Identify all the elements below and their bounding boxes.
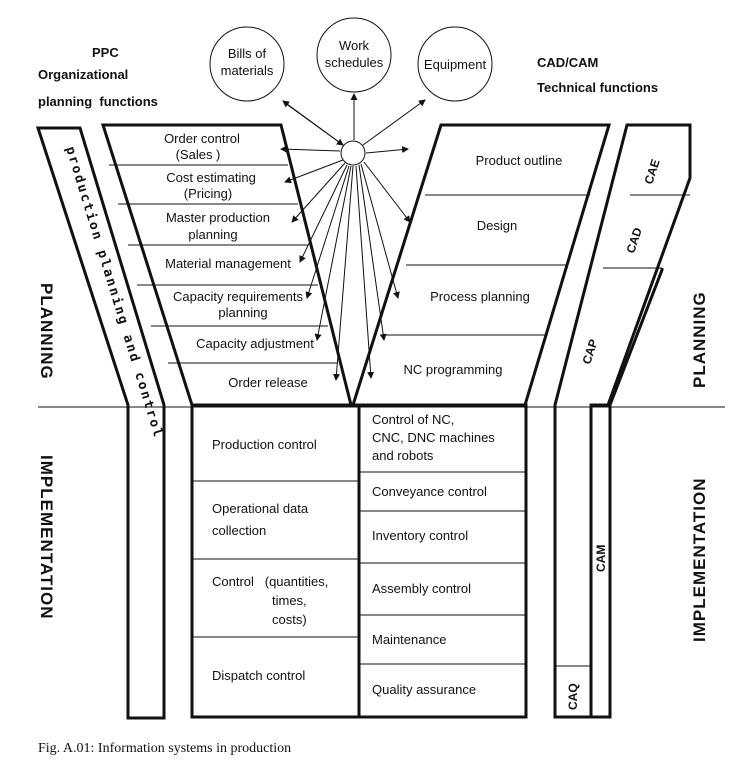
ppc-implementation-labels: Production control Operational data coll… bbox=[212, 437, 328, 683]
cad-cam-title: CAD/CAM bbox=[537, 55, 598, 70]
master-production-label: Master production bbox=[166, 210, 270, 225]
capacity-requirements-sub: planning bbox=[218, 305, 267, 320]
cad-cam-header: CAD/CAM Technical functions bbox=[537, 55, 658, 95]
conveyance-control-label: Conveyance control bbox=[372, 484, 487, 499]
circle-label: materials bbox=[221, 63, 274, 78]
order-control-sub: (Sales ) bbox=[176, 147, 221, 162]
circle-equipment: Equipment bbox=[417, 26, 493, 102]
operational-data-sub: collection bbox=[212, 523, 266, 538]
operational-data-label: Operational data bbox=[212, 501, 309, 516]
hub-circle bbox=[340, 140, 366, 166]
ppc-title: PPC bbox=[92, 45, 119, 60]
capacity-adjustment-label: Capacity adjustment bbox=[196, 336, 314, 351]
cad-cam-side-bands bbox=[553, 123, 692, 719]
cam-implementation-labels: Control of NC, CNC, DNC machines and rob… bbox=[372, 412, 495, 697]
master-production-sub: planning bbox=[188, 227, 237, 242]
planning-left-label: PLANNING bbox=[37, 283, 56, 380]
material-management-label: Material management bbox=[165, 256, 291, 271]
circle-label: Bills of bbox=[228, 46, 267, 61]
implementation-left-label: IMPLEMENTATION bbox=[37, 455, 56, 619]
cad-planning-labels: Product outline Design Process planning … bbox=[404, 153, 563, 377]
control-quantities-label: Control (quantities, bbox=[212, 574, 328, 589]
inventory-control-label: Inventory control bbox=[372, 528, 468, 543]
cae-label: CAE bbox=[642, 157, 663, 185]
cad-label: CAD bbox=[624, 226, 645, 255]
order-control-label: Order control bbox=[164, 131, 240, 146]
circle-label: Equipment bbox=[424, 57, 487, 72]
cap-label: CAP bbox=[580, 337, 601, 365]
control-nc-sub1: CNC, DNC machines bbox=[372, 430, 495, 445]
implementation-right-label: IMPLEMENTATION bbox=[690, 478, 709, 642]
hub-arrows bbox=[280, 93, 426, 381]
cad-cam-side-labels: CAE CAD CAP CAM CAQ bbox=[566, 157, 663, 710]
ppc-planning-labels: Order control (Sales ) Cost estimating (… bbox=[164, 131, 314, 390]
ppc-header: PPC Organizational planning functions bbox=[38, 45, 158, 109]
process-planning-label: Process planning bbox=[430, 289, 530, 304]
ppc-subtitle: Organizational bbox=[38, 67, 128, 82]
cam-implementation-box bbox=[357, 403, 528, 719]
dispatch-control-label: Dispatch control bbox=[212, 668, 305, 683]
capacity-requirements-label: Capacity requirements bbox=[173, 289, 304, 304]
ppc-subtitle2: planning functions bbox=[38, 94, 158, 109]
control-nc-sub2: and robots bbox=[372, 448, 434, 463]
circle-work-schedules: Work schedules bbox=[316, 17, 392, 93]
ppc-band-label-upper: production planning and control bbox=[62, 145, 165, 441]
figure-caption: Fig. A.01: Information systems in produc… bbox=[38, 741, 291, 756]
assembly-control-label: Assembly control bbox=[372, 581, 471, 596]
cam-label: CAM bbox=[594, 545, 608, 572]
planning-right-label: PLANNING bbox=[690, 291, 709, 388]
cad-cam-subtitle: Technical functions bbox=[537, 80, 658, 95]
caq-label: CAQ bbox=[566, 683, 580, 710]
order-release-label: Order release bbox=[228, 375, 307, 390]
control-nc-label: Control of NC, bbox=[372, 412, 454, 427]
control-costs: costs) bbox=[272, 612, 307, 627]
control-times: times, bbox=[272, 593, 307, 608]
production-control-label: Production control bbox=[212, 437, 317, 452]
circle-bills-of-materials: Bills of materials bbox=[209, 26, 285, 102]
circle-label: Work bbox=[339, 38, 370, 53]
cost-estimating-label: Cost estimating bbox=[166, 170, 256, 185]
design-label: Design bbox=[477, 218, 517, 233]
quality-assurance-label: Quality assurance bbox=[372, 682, 476, 697]
product-outline-label: Product outline bbox=[476, 153, 563, 168]
ppc-side-band: production planning and control bbox=[35, 126, 166, 720]
cost-estimating-sub: (Pricing) bbox=[184, 186, 232, 201]
maintenance-label: Maintenance bbox=[372, 632, 446, 647]
circle-label: schedules bbox=[325, 55, 384, 70]
nc-programming-label: NC programming bbox=[404, 362, 503, 377]
